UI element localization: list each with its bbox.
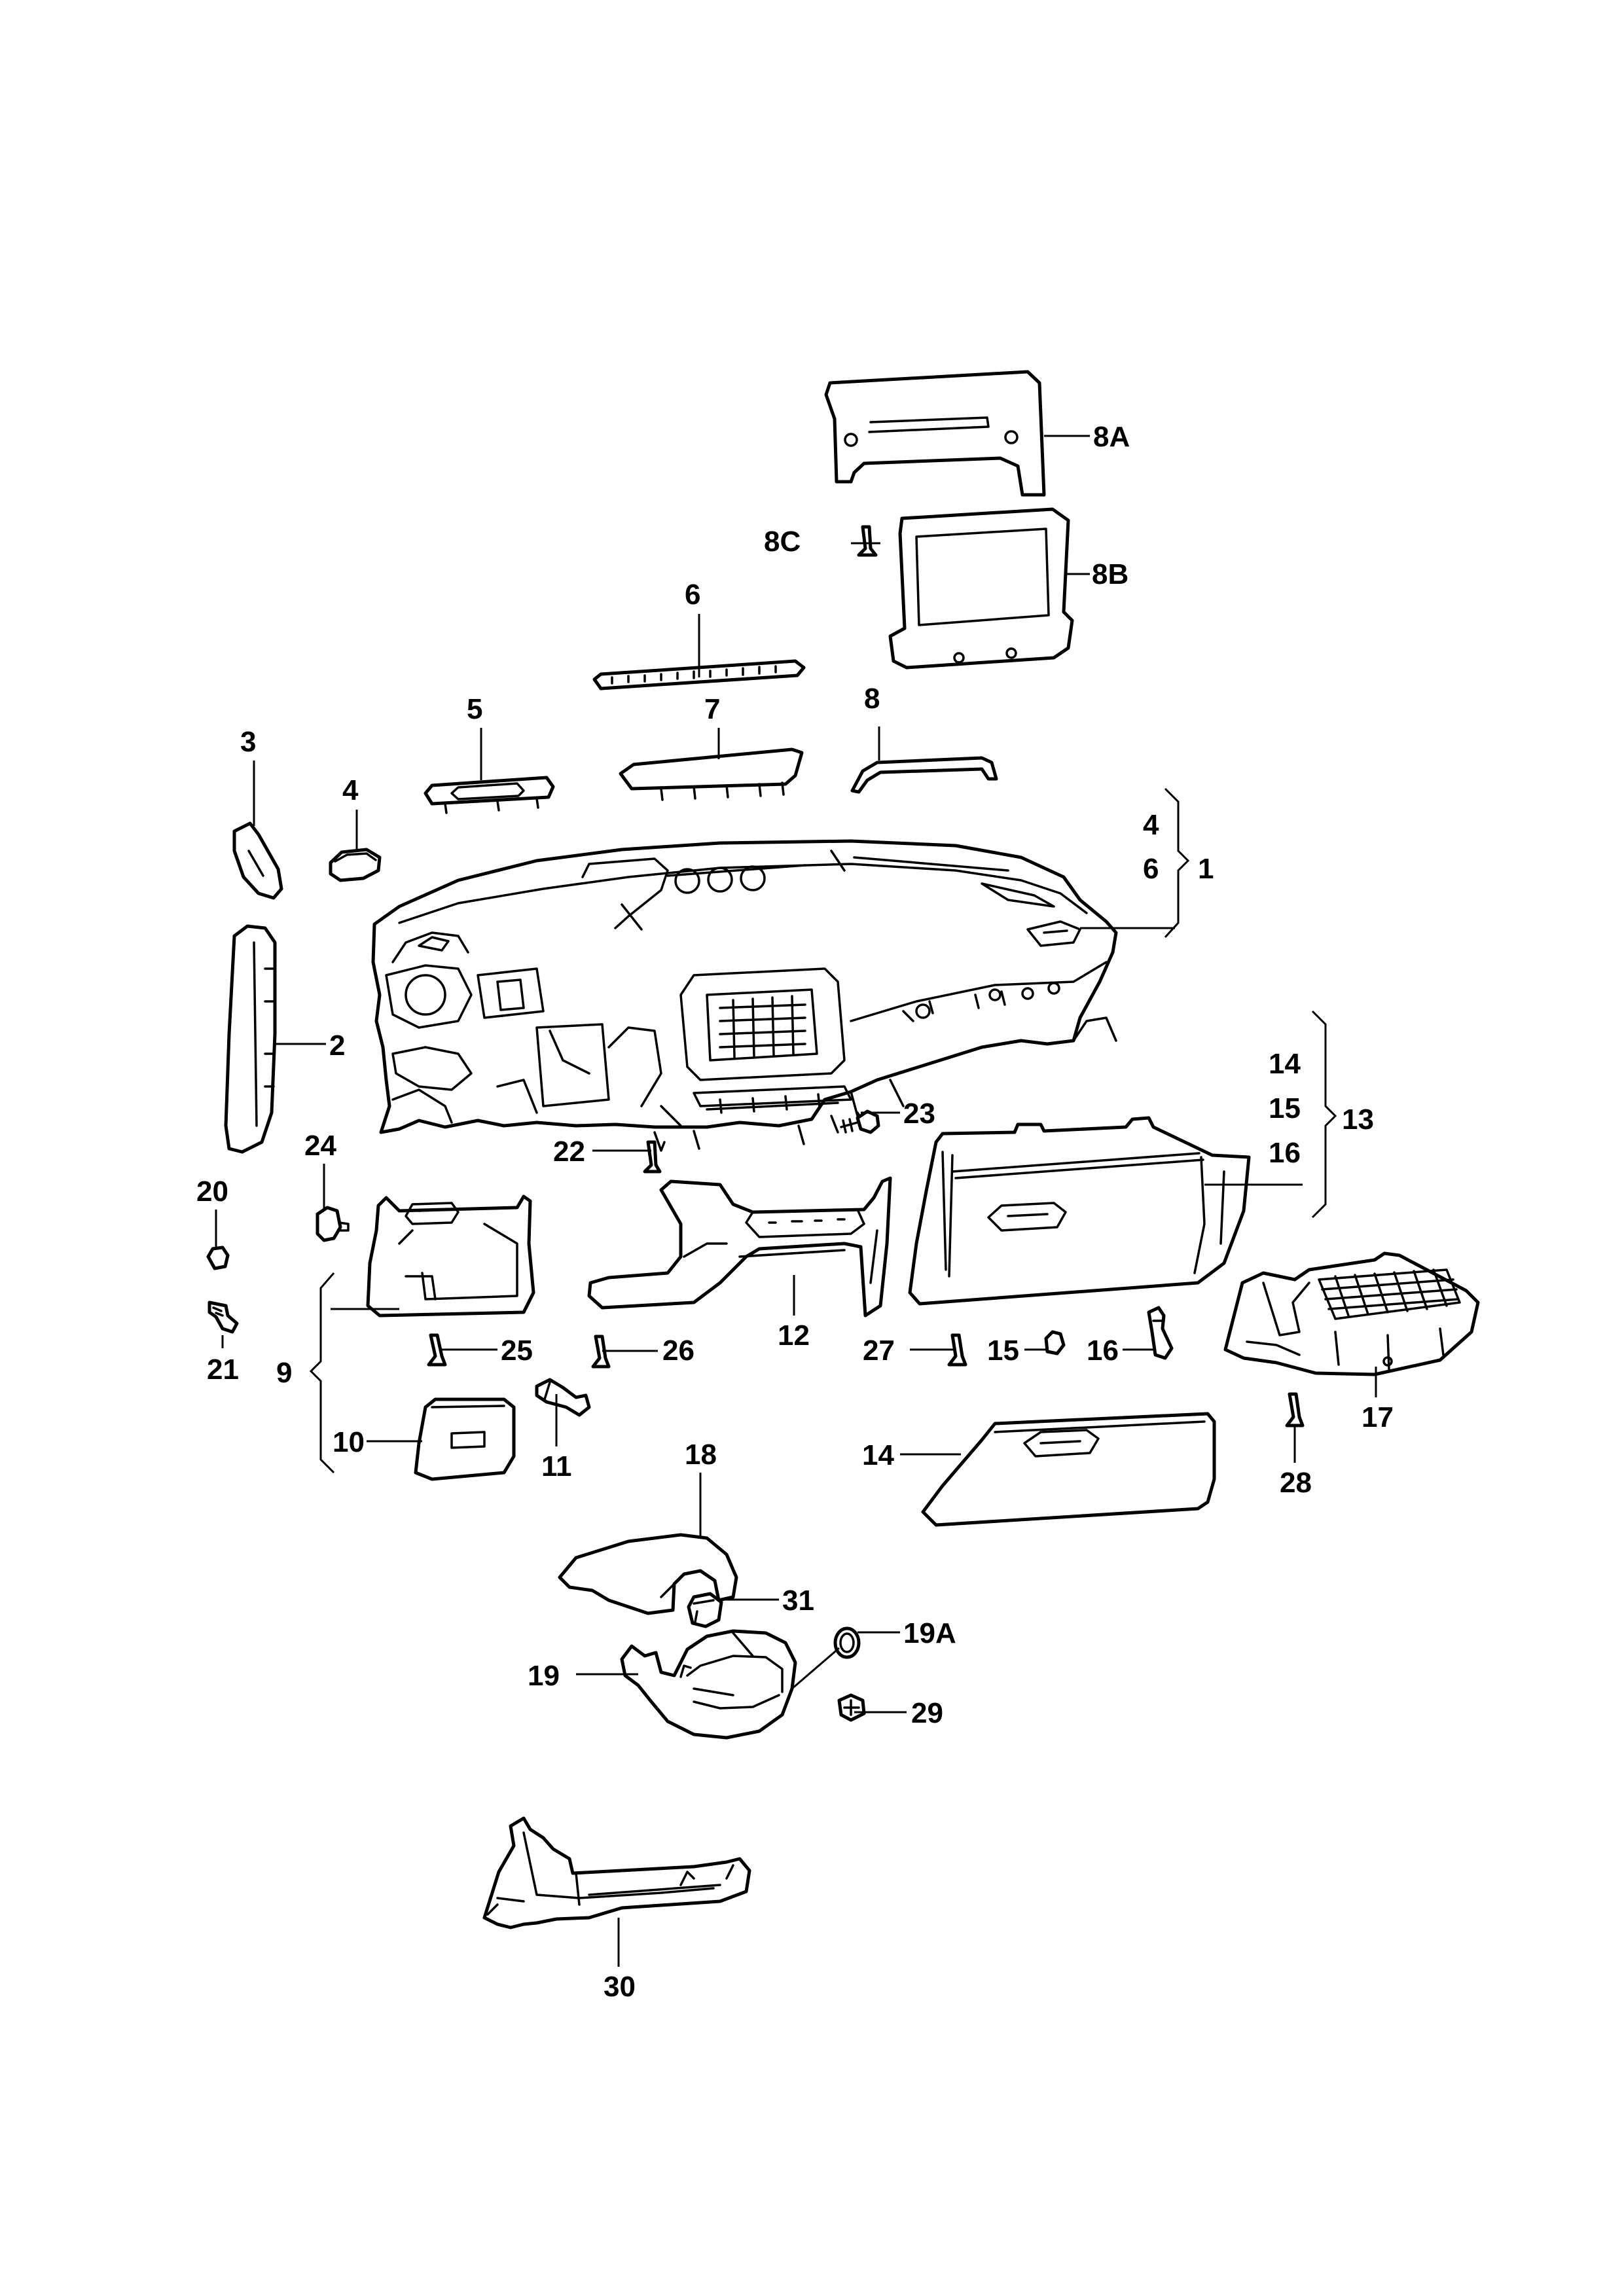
callout-29: 29 [911, 1697, 943, 1729]
callout-15: 15 [987, 1335, 1019, 1367]
callout-10: 10 [333, 1426, 365, 1458]
callout-8: 8 [864, 683, 880, 715]
callout-22: 22 [553, 1136, 585, 1168]
part-5-trim-panel [424, 776, 555, 814]
part-8a-display-hood [824, 370, 1046, 497]
part-12-console-bracket [587, 1176, 892, 1318]
part-27-clip [947, 1333, 967, 1367]
part-19a-ring [833, 1626, 861, 1659]
part-22-clip [643, 1140, 662, 1174]
callout-24: 24 [304, 1130, 336, 1162]
part-19-lower-column-cover [620, 1629, 797, 1740]
callout-18: 18 [685, 1439, 717, 1471]
callout-4: 4 [342, 774, 359, 806]
part-26-clip [591, 1335, 611, 1369]
callout-27: 27 [863, 1335, 895, 1367]
callout-8b: 8B [1092, 558, 1128, 590]
part-3-end-cap [232, 821, 283, 900]
part-20-nut [206, 1246, 230, 1270]
part-7-center-trim [619, 747, 804, 801]
callout-8a: 8A [1093, 421, 1130, 453]
leader-lines [215, 435, 1377, 1967]
callout-20: 20 [196, 1175, 228, 1208]
callout-13-sub-16: 16 [1269, 1137, 1301, 1169]
part-31-switch [687, 1592, 723, 1628]
part-16-latch [1147, 1306, 1174, 1360]
callout-25: 25 [501, 1335, 533, 1367]
callout-23: 23 [903, 1098, 935, 1130]
callout-3: 3 [240, 726, 256, 758]
callout-19: 19 [528, 1660, 560, 1692]
part-1-dashboard [371, 839, 1118, 1152]
part-17-glovebox-housing [1223, 1251, 1480, 1376]
part-24-clip [316, 1206, 350, 1242]
part-21-bolt [208, 1300, 239, 1334]
callout-17: 17 [1362, 1401, 1394, 1433]
callout-13-sub-15: 15 [1269, 1092, 1301, 1124]
part-15-bumper [1044, 1330, 1066, 1355]
part-30-lower-bracket [482, 1816, 751, 1929]
part-28-clip [1285, 1392, 1305, 1427]
callout-9: 9 [276, 1357, 292, 1389]
callout-1: 1 [1198, 853, 1214, 885]
callout-13-sub-14: 14 [1269, 1048, 1301, 1080]
callout-26: 26 [662, 1335, 695, 1367]
callout-13: 13 [1342, 1103, 1374, 1136]
callout-14: 14 [862, 1439, 894, 1471]
callout-16: 16 [1087, 1335, 1119, 1367]
callout-2: 2 [329, 1030, 345, 1062]
callout-28: 28 [1280, 1467, 1312, 1499]
callout-21: 21 [207, 1354, 239, 1386]
callout-12: 12 [778, 1319, 810, 1352]
callout-19a: 19A [903, 1617, 956, 1649]
part-8-trim-strip [850, 756, 998, 794]
part-29-screw [837, 1693, 866, 1722]
callout-6: 6 [685, 579, 700, 611]
callout-7: 7 [704, 693, 720, 725]
callout-1-sub-4: 4 [1143, 809, 1159, 841]
callout-labels: 8A 8C 8B 6 5 7 8 3 4 4 6 1 2 20 24 22 23… [196, 421, 1394, 2003]
part-23-bolt [840, 1109, 880, 1134]
part-2-pillar-trim [224, 924, 277, 1154]
part-8b-display-frame [888, 507, 1074, 670]
part-8c-clip [857, 525, 878, 557]
part-18-upper-column-cover [558, 1533, 738, 1615]
callout-11: 11 [541, 1450, 572, 1482]
part-11-switch [535, 1378, 591, 1417]
callout-8c: 8C [764, 526, 801, 558]
part-10-cover [414, 1397, 516, 1481]
callout-1-sub-6: 6 [1143, 853, 1159, 885]
callout-30: 30 [604, 1971, 636, 2003]
part-25-clip [427, 1333, 447, 1367]
part-14-glovebox-lid [921, 1412, 1216, 1527]
callout-5: 5 [467, 693, 482, 725]
part-13-glovebox [908, 1116, 1251, 1306]
part-4-speaker-cover [329, 848, 382, 882]
callout-31: 31 [782, 1585, 814, 1617]
part-9-knee-panel [366, 1194, 535, 1318]
